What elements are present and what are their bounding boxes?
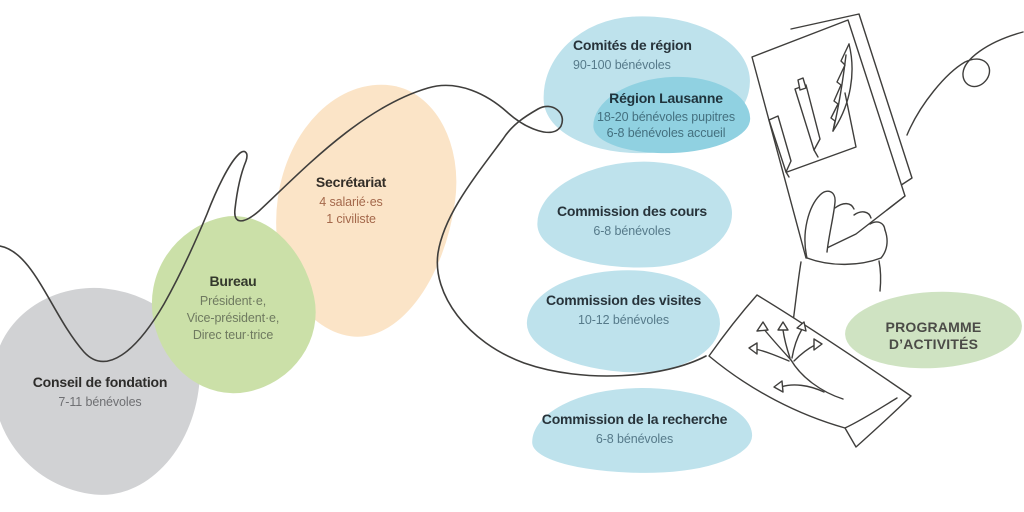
front-sheet xyxy=(751,19,906,259)
arrowhead-up-right xyxy=(796,321,807,332)
pen2-clicker xyxy=(797,77,807,91)
node-title: Comités de région xyxy=(573,37,692,53)
feather-spine xyxy=(832,54,847,132)
feather-edge xyxy=(830,43,850,132)
node-title: PROGRAMME D’ACTIVITÉS xyxy=(885,319,982,352)
branch-lower xyxy=(780,384,825,393)
sheet-crease xyxy=(844,397,898,429)
node-title: Commission des visites xyxy=(545,292,702,308)
node-comites-de-region: Comités de région 90-100 bénévoles xyxy=(573,37,753,74)
arrowhead-up-left xyxy=(756,321,769,332)
node-subtitle: 6-8 bénévoles xyxy=(593,224,671,238)
node-commission-des-visites: Commission des visites 10-12 bénévoles xyxy=(527,292,720,329)
node-secretariat: Secrétariat 4 salarié·es 1 civiliste xyxy=(265,174,437,228)
pen-icon xyxy=(768,115,792,173)
branch-up xyxy=(782,329,791,359)
node-programme-activites: PROGRAMME D’ACTIVITÉS xyxy=(845,319,1022,353)
node-title: Bureau xyxy=(209,273,257,289)
node-commission-des-cours: Commission des cours 6-8 bénévoles xyxy=(537,203,727,240)
arrowhead-right xyxy=(813,338,823,351)
pen2-icon xyxy=(794,84,821,151)
node-bureau: Bureau Président·e, Vice-président·e, Di… xyxy=(152,273,314,344)
node-conseil-de-fondation: Conseil de fondation 7-11 bénévoles xyxy=(0,374,200,411)
node-title: Région Lausanne xyxy=(609,90,723,106)
palm-outline xyxy=(806,229,888,266)
thumb xyxy=(804,190,836,259)
hand-holding-notes-illustration xyxy=(751,13,913,331)
pen2-tip xyxy=(813,149,819,158)
feather-icon xyxy=(832,43,853,132)
node-region-lausanne: Région Lausanne 18-20 bénévoles pupitres… xyxy=(586,90,746,141)
pen-tip xyxy=(785,171,790,178)
sheet-fold-line xyxy=(886,195,906,211)
node-subtitle: 6-8 bénévoles accueil xyxy=(606,126,726,140)
branch-stem xyxy=(790,359,844,400)
branch-up-left xyxy=(762,327,792,361)
node-subtitle: 10-12 bénévoles xyxy=(578,313,669,327)
corner-rule-line xyxy=(786,92,857,173)
node-subtitle: 7-11 bénévoles xyxy=(58,395,142,409)
node-title: Commission des cours xyxy=(556,203,708,219)
arrowhead-lower xyxy=(773,380,784,393)
node-title: Secrétariat xyxy=(315,174,387,190)
branch-left xyxy=(754,348,790,362)
node-commission-de-la-recherche: Commission de la recherche 6-8 bénévoles xyxy=(527,411,742,448)
branch-right xyxy=(793,344,816,362)
branch-up-right xyxy=(791,328,803,359)
node-subtitle: Direc teur·trice xyxy=(192,328,274,342)
finger-knuckles xyxy=(834,202,886,231)
node-title: Conseil de fondation xyxy=(32,374,168,390)
arrowhead-left xyxy=(748,342,758,355)
node-subtitle: 18-20 bénévoles pupitres xyxy=(597,110,735,124)
node-subtitle: 1 civiliste xyxy=(326,212,376,226)
node-subtitle: 6-8 bénévoles xyxy=(595,432,674,446)
arrowhead-up xyxy=(777,321,789,331)
node-subtitle: Président·e, xyxy=(199,294,267,308)
node-subtitle: Vice-président·e, xyxy=(186,311,280,325)
node-title: Commission de la recherche xyxy=(541,411,728,427)
back-sheet xyxy=(790,13,913,194)
squiggle-line xyxy=(906,31,1024,136)
node-subtitle: 4 salarié·es xyxy=(319,195,383,209)
node-subtitle: 90-100 bénévoles xyxy=(573,58,671,72)
